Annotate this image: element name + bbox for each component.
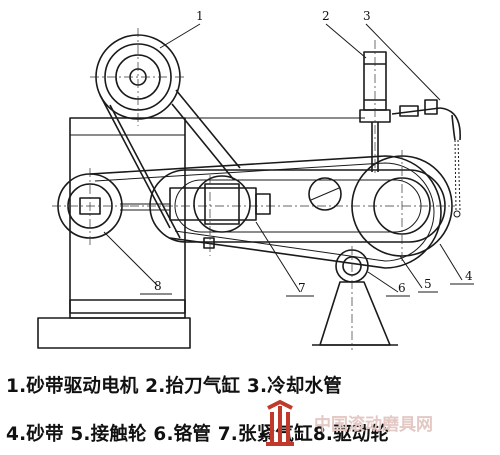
- cooling-water-pipe: [391, 99, 461, 218]
- callout-7: 7: [298, 281, 306, 295]
- logo-watermark-text: 中国滚动磨具网: [314, 414, 433, 435]
- callout-2: 2: [322, 9, 330, 23]
- belt-support-arm: [130, 169, 455, 243]
- leader-lines: [103, 23, 474, 297]
- legend-line-2: 4.砂带 5.接触轮 6.铬管 7.张紧气缸8.驱动轮: [6, 424, 390, 445]
- callout-labels: 1 2 3 4 5 6 7 8: [154, 9, 473, 295]
- callout-1: 1: [196, 9, 204, 23]
- logo-emblem-icon: [266, 399, 294, 446]
- grinder-schematic: 1 2 3 4 5 6 7 8: [37, 9, 474, 350]
- contact-wheel: [351, 150, 453, 262]
- callout-8: 8: [154, 279, 162, 293]
- callout-5: 5: [424, 277, 432, 291]
- machine-frame: [37, 117, 365, 349]
- lift-cylinder: [359, 40, 391, 176]
- legend-line-1: 1.砂带驱动电机 2.抬刀气缸 3.冷却水管: [6, 376, 342, 397]
- abrasive-belt: [89, 155, 442, 269]
- motor-belt: [99, 89, 241, 239]
- callout-6: 6: [398, 281, 406, 295]
- callout-4: 4: [465, 269, 473, 283]
- callout-3: 3: [363, 9, 371, 23]
- drive-motor-pulley: [90, 28, 186, 126]
- tension-cylinder: [120, 175, 271, 256]
- middle-idler: [308, 177, 342, 211]
- chrome-tube-support: [312, 246, 398, 350]
- site-logo-watermark: 中国滚动磨具网: [266, 399, 433, 446]
